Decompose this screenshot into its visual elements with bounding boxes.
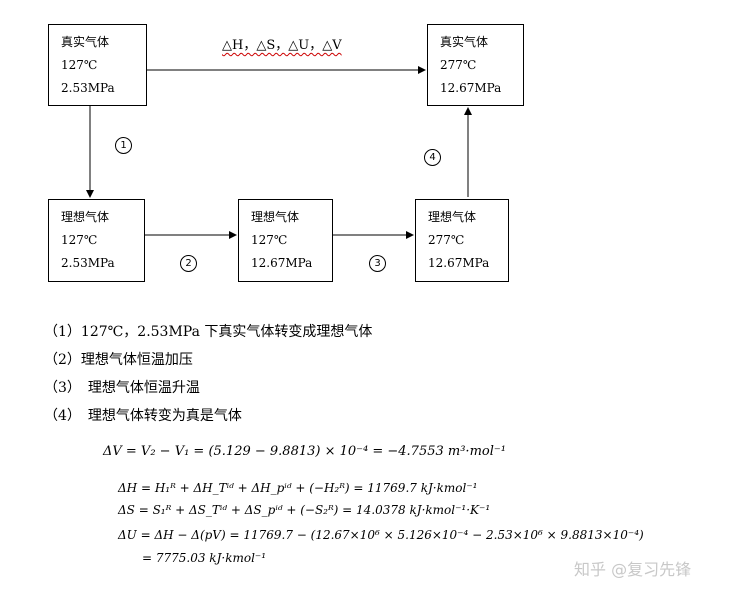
box-title: 理想气体: [61, 210, 110, 224]
step-marker-3: 3: [369, 255, 386, 272]
box-temperature: 127℃: [61, 58, 98, 72]
step-list: （1）127℃，2.53MPa 下真实气体转变成理想气体 （2）理想气体恒温加压…: [44, 318, 372, 430]
equation-delta-u: ΔU = ΔH − Δ(pV) = 11769.7 − (12.67×10⁶ ×…: [118, 528, 644, 542]
step-marker-2: 2: [180, 255, 197, 272]
equation-delta-s: ΔS = S₁ᴿ + ΔS_Tⁱᵈ + ΔS_pⁱᵈ + (−S₂ᴿ) = 14…: [118, 503, 491, 517]
box-title: 理想气体: [251, 210, 300, 224]
box-temperature: 127℃: [251, 233, 288, 247]
box-pressure: 12.67MPa: [251, 256, 313, 270]
box-title: 真实气体: [61, 35, 110, 49]
box-temperature: 277℃: [428, 233, 465, 247]
watermark: 知乎 @复习先锋: [574, 560, 692, 579]
equation-delta-h: ΔH = H₁ᴿ + ΔH_Tⁱᵈ + ΔH_pⁱᵈ + (−H₂ᴿ) = 11…: [118, 481, 478, 495]
step-item: （1）127℃，2.53MPa 下真实气体转变成理想气体: [44, 324, 373, 340]
box-pressure: 12.67MPa: [428, 256, 490, 270]
step-item: （3） 理想气体恒温升温: [44, 380, 200, 396]
step-item: （4） 理想气体转变为真是气体: [44, 408, 242, 424]
box-ideal-gas-2: 理想气体 127℃ 12.67MPa: [238, 199, 333, 282]
box-real-gas-initial: 真实气体 127℃ 2.53MPa: [48, 24, 147, 106]
step-item: （2）理想气体恒温加压: [44, 352, 193, 368]
box-pressure: 2.53MPa: [61, 81, 115, 95]
box-pressure: 12.67MPa: [440, 81, 502, 95]
top-arrow-label: △H，△S，△U，△V: [222, 38, 342, 53]
box-temperature: 127℃: [61, 233, 98, 247]
box-temperature: 277℃: [440, 58, 477, 72]
step-marker-1: 1: [115, 137, 132, 154]
equation-delta-u-result: = 7775.03 kJ·kmol⁻¹: [142, 551, 267, 565]
box-title: 真实气体: [440, 35, 489, 49]
step-marker-4: 4: [424, 149, 441, 166]
box-ideal-gas-1: 理想气体 127℃ 2.53MPa: [48, 199, 145, 282]
box-title: 理想气体: [428, 210, 477, 224]
box-pressure: 2.53MPa: [61, 256, 115, 270]
box-ideal-gas-3: 理想气体 277℃ 12.67MPa: [415, 199, 509, 282]
box-real-gas-final: 真实气体 277℃ 12.67MPa: [427, 24, 524, 106]
equation-delta-v: ΔV = V₂ − V₁ = (5.129 − 9.8813) × 10⁻⁴ =…: [103, 444, 506, 459]
